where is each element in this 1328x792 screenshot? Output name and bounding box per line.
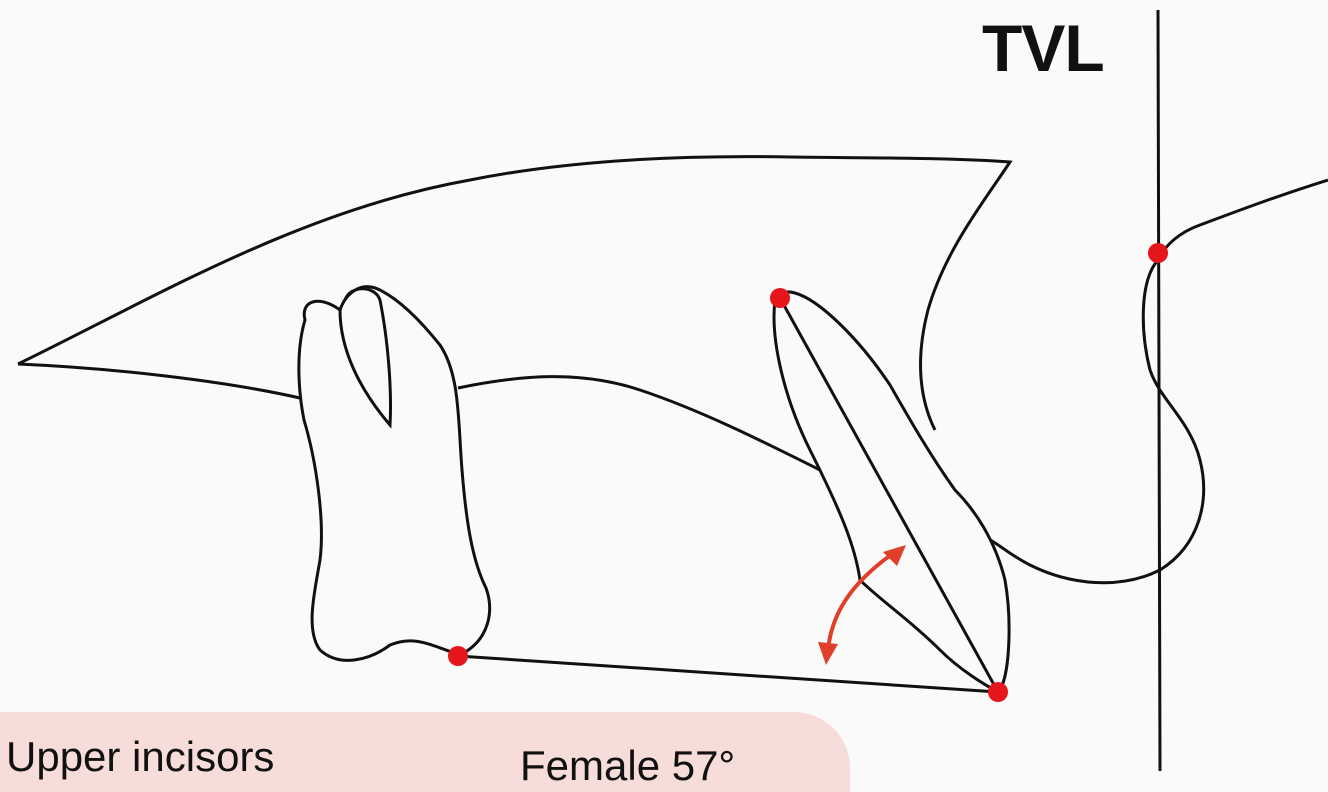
cephalometric-diagram xyxy=(0,0,1328,771)
caption-upper-incisors: Upper incisors xyxy=(6,733,274,781)
molar-occlusal-point xyxy=(448,646,468,666)
incisor-long-axis xyxy=(780,298,998,692)
incisor-apex-point xyxy=(770,288,790,308)
subnasale-point xyxy=(1148,243,1168,263)
caption-female-angle: Female 57° xyxy=(520,742,735,790)
tvl-line xyxy=(1158,10,1160,771)
occlusal-line xyxy=(458,656,998,692)
alveolar-line xyxy=(458,377,820,470)
incisor-tip-point xyxy=(988,682,1008,702)
tvl-label: TVL xyxy=(982,10,1104,86)
angle-arrowhead-bottom xyxy=(818,642,838,665)
palatal-line xyxy=(18,364,300,398)
molar-tooth xyxy=(299,287,490,661)
